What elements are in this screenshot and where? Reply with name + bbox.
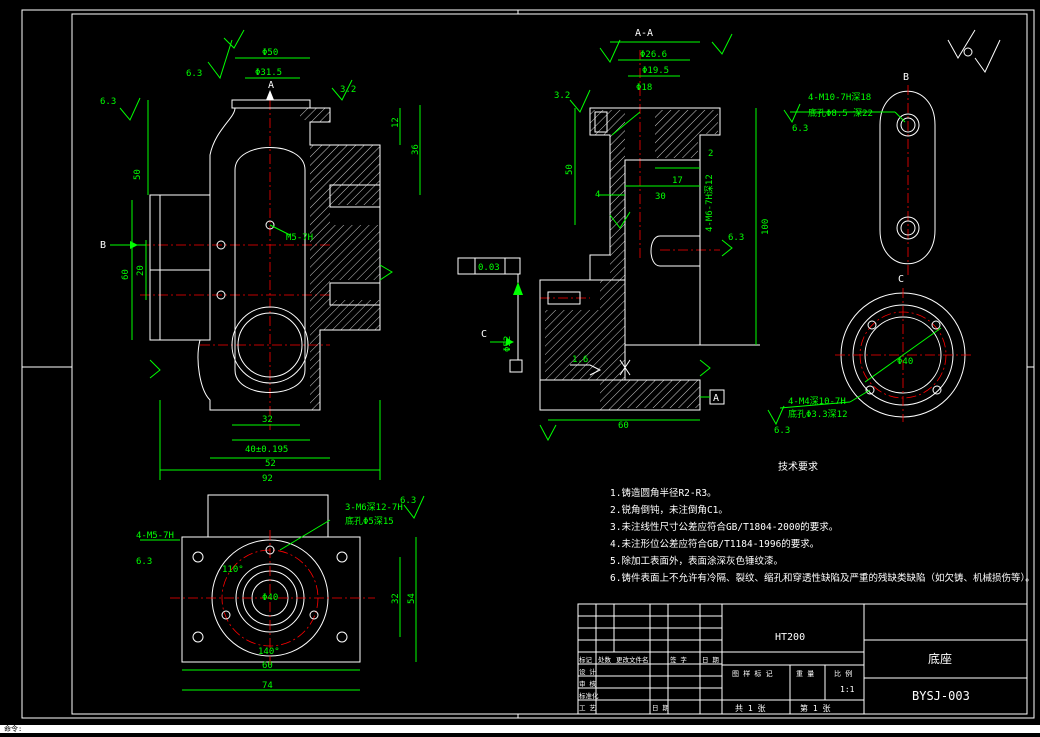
rough-top-left: 6.3 bbox=[136, 557, 152, 567]
dim-60: 60 bbox=[121, 269, 131, 280]
dim-phi52: Φ52 bbox=[503, 336, 513, 352]
view-b bbox=[783, 85, 936, 275]
dim-3-2: 3.2 bbox=[340, 85, 356, 95]
row-date: 日 期 bbox=[652, 704, 669, 712]
hdr-mark: 标记 bbox=[579, 655, 593, 664]
datum-a: A bbox=[713, 393, 719, 404]
rough-top-right: 6.3 bbox=[400, 496, 416, 506]
row-audit: 审 核 bbox=[579, 679, 596, 688]
rough-6-3s: 6.3 bbox=[728, 233, 744, 243]
row-design: 设 计 bbox=[579, 667, 596, 676]
view-arrow-c: C bbox=[481, 329, 487, 340]
hdr-doc: 更改文件名 bbox=[616, 655, 649, 664]
tol-value: 0.03 bbox=[478, 263, 500, 273]
row-std: 标准化 bbox=[579, 691, 599, 700]
dim-phi18: Φ18 bbox=[636, 83, 652, 93]
dim-pcd-top: Φ40 bbox=[262, 593, 278, 603]
note-m6-top: 3-M6深12-7H bbox=[345, 502, 403, 513]
sheet-no: 第 1 张 bbox=[800, 703, 830, 713]
weight-label: 重 量 bbox=[796, 670, 814, 678]
dim-52: 52 bbox=[265, 459, 276, 469]
dim-angle-110: 110° bbox=[222, 565, 244, 575]
scale-value: 1:1 bbox=[840, 685, 855, 694]
dim-50: 50 bbox=[133, 169, 143, 180]
dim-phi26: Φ26.6 bbox=[640, 50, 667, 60]
rough-6-3a: 6.3 bbox=[186, 69, 202, 79]
rough-b: 6.3 bbox=[792, 124, 808, 134]
drawing-code: BYSJ-003 bbox=[912, 689, 970, 703]
dim-100: 100 bbox=[761, 219, 771, 235]
dim-phi19: Φ19.5 bbox=[642, 66, 669, 76]
section-mark-a: A bbox=[268, 80, 274, 91]
tech-item-3: 3.未注线性尺寸公差应符合GB/T1804-2000的要求。 bbox=[610, 521, 838, 533]
dim-54-top: 54 bbox=[407, 593, 417, 604]
rough-1-6: 1.6 bbox=[572, 355, 588, 365]
inner-frame bbox=[71, 13, 1028, 715]
dim-36: 36 bbox=[411, 144, 421, 155]
outer-frame bbox=[21, 9, 1035, 719]
front-view bbox=[110, 29, 421, 480]
dim-m5: M5-7H bbox=[286, 233, 313, 243]
view-c bbox=[767, 288, 972, 426]
rough-6-3b: 6.3 bbox=[100, 97, 116, 107]
hdr-sign: 签 字 bbox=[670, 655, 687, 664]
note-drill-c: 底孔Φ3.3深12 bbox=[788, 408, 848, 420]
tech-item-6: 6.铸件表面上不允许有冷隔、裂纹、缩孔和穿透性缺陷及严重的残缺类缺陷（如欠铸、机… bbox=[610, 572, 1035, 584]
top-view bbox=[140, 494, 425, 691]
rough-c: 6.3 bbox=[774, 426, 790, 436]
tech-item-5: 5.除加工表面外，表面涂深灰色锤纹漆。 bbox=[610, 555, 783, 567]
view-title-b: B bbox=[903, 72, 909, 83]
dim-60-top: 60 bbox=[262, 661, 273, 671]
section-a-a-view bbox=[457, 33, 760, 442]
command-prompt: 命令: bbox=[4, 725, 23, 733]
part-name: 底座 bbox=[928, 651, 952, 666]
command-line[interactable]: 命令: bbox=[0, 725, 1040, 733]
ratio-label: 比 例 bbox=[834, 669, 852, 678]
tech-item-2: 2.锐角倒钝，未注倒角C1。 bbox=[610, 504, 728, 516]
dim-phi31: Φ31.5 bbox=[255, 68, 282, 78]
dim-50s: 50 bbox=[565, 164, 575, 175]
dim-17: 17 bbox=[672, 176, 683, 186]
tech-req-title: 技术要求 bbox=[778, 460, 818, 473]
default-roughness-mark bbox=[947, 29, 1001, 73]
sheet-total: 共 1 张 bbox=[735, 704, 765, 713]
hdr-date: 日 期 bbox=[702, 656, 719, 664]
dim-2: 2 bbox=[708, 149, 713, 159]
dim-74-top: 74 bbox=[262, 681, 273, 691]
dim-4: 4 bbox=[595, 190, 600, 200]
note-m4: 4-M4深10-7H bbox=[788, 396, 846, 407]
dim-phi50: Φ50 bbox=[262, 48, 278, 58]
section-title-aa: A-A bbox=[635, 28, 653, 39]
rough-3-2: 3.2 bbox=[554, 91, 570, 101]
dim-20: 20 bbox=[136, 265, 146, 276]
dim-30: 30 bbox=[655, 192, 666, 202]
note-drill-top: 底孔Φ5深15 bbox=[345, 515, 394, 527]
hdr-count: 处数 bbox=[598, 655, 612, 664]
row-proc: 工 艺 bbox=[579, 704, 596, 712]
stage-label: 图 样 标 记 bbox=[732, 669, 773, 678]
dim-32: 32 bbox=[262, 415, 273, 425]
tech-item-1: 1.铸造圆角半径R2-R3。 bbox=[610, 487, 717, 499]
tech-item-4: 4.未注形位公差应符合GB/T1184-1996的要求。 bbox=[610, 538, 819, 550]
material: HT200 bbox=[775, 632, 805, 643]
note-m5-top: 4-M5-7H bbox=[136, 531, 174, 541]
note-m10: 4-M10-7H深18 bbox=[808, 92, 871, 103]
dim-40: 40±0.195 bbox=[245, 445, 288, 455]
view-arrow-b: B bbox=[100, 240, 106, 251]
dim-32-top: 32 bbox=[391, 593, 401, 604]
dim-12: 12 bbox=[391, 117, 401, 128]
dim-angle-140: 140° bbox=[258, 647, 280, 657]
view-title-c: C bbox=[898, 274, 904, 285]
title-block bbox=[577, 603, 1028, 715]
note-m6: 4-M6-7H深12 bbox=[704, 174, 715, 232]
dim-pcd-c: Φ40 bbox=[897, 357, 913, 367]
note-drill-b: 底孔Φ8.5 深22 bbox=[808, 107, 873, 119]
dim-92: 92 bbox=[262, 474, 273, 484]
dim-60s: 60 bbox=[618, 421, 629, 431]
